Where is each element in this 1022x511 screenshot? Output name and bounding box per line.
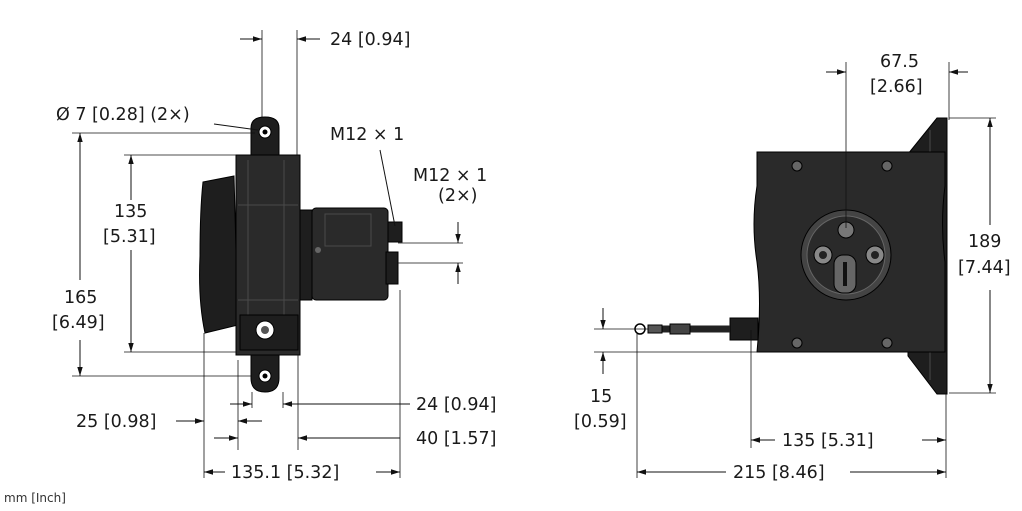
dim-hole-diameter: Ø 7 [0.28] (2×) bbox=[56, 105, 190, 125]
label-connector-b-count: (2×) bbox=[438, 186, 477, 206]
dim-height-inch: [7.44] bbox=[958, 258, 1011, 278]
dim-cable-inch: [0.59] bbox=[574, 412, 627, 432]
units-note: mm [Inch] bbox=[4, 491, 66, 505]
dim-cable: 15 bbox=[590, 387, 612, 407]
dim-top-width: 24 [0.94] bbox=[330, 30, 410, 50]
cable-outlet bbox=[729, 317, 759, 341]
bottom-mounting-ear bbox=[250, 354, 280, 393]
dim-center-offset: 67.5 bbox=[880, 52, 919, 72]
label-connector-a: M12 × 1 bbox=[330, 125, 404, 145]
top-mounting-ear bbox=[250, 116, 280, 156]
front-view: 67.5 [2.66] 189 [7.44] 15 [0.59] 135 [5.… bbox=[574, 52, 1011, 483]
dim-overall-depth: 135.1 [5.32] bbox=[231, 463, 339, 483]
dim-inner-height-inch: [5.31] bbox=[103, 227, 156, 247]
dim-center-offset-inch: [2.66] bbox=[870, 77, 923, 97]
dim-flange-offset: 25 [0.98] bbox=[76, 412, 156, 432]
dim-outer-height: 165 bbox=[64, 288, 97, 308]
dim-bottom-width: 24 [0.94] bbox=[416, 395, 496, 415]
label-connector-b: M12 × 1 bbox=[413, 166, 487, 186]
dim-half-width: 135 [5.31] bbox=[782, 431, 874, 451]
dim-outer-height-inch: [6.49] bbox=[52, 313, 105, 333]
connector-bottom bbox=[385, 251, 399, 285]
dim-height: 189 bbox=[968, 232, 1001, 252]
dim-overall-width: 215 [8.46] bbox=[733, 463, 825, 483]
connector-top bbox=[387, 221, 403, 243]
side-view: 24 [0.94] Ø 7 [0.28] (2×) M12 × 1 M12 × … bbox=[52, 30, 496, 483]
encoder-housing bbox=[311, 207, 389, 301]
housing-dome bbox=[199, 175, 239, 334]
dim-connector-depth: 40 [1.57] bbox=[416, 429, 496, 449]
dim-inner-height: 135 bbox=[114, 202, 147, 222]
